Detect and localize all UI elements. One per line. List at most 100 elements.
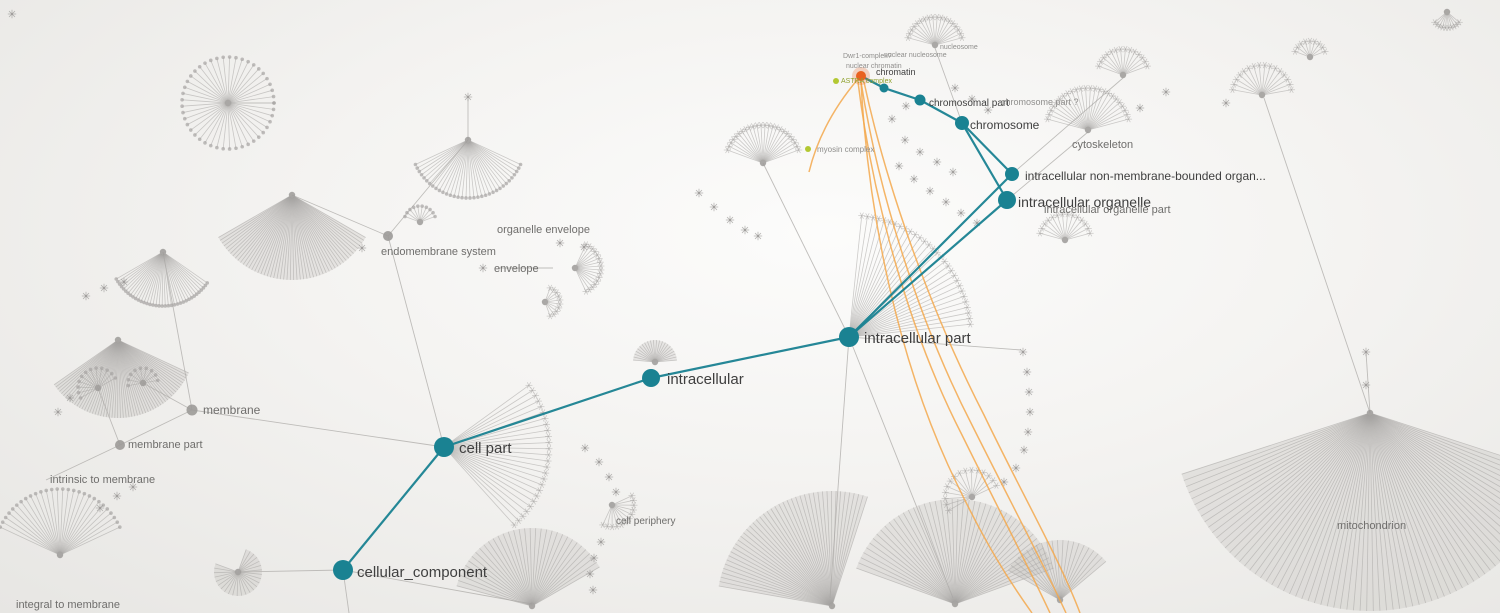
collapsed-cluster[interactable] [856,499,1054,608]
collapsed-cluster[interactable] [1007,540,1107,604]
leaf-node-icon[interactable] [1011,463,1021,473]
leaf-node-icon[interactable] [709,202,719,212]
leaf-node-icon[interactable] [589,553,599,563]
node-myosin-complex[interactable] [805,146,811,152]
collapsed-cluster[interactable] [456,528,600,610]
leaf-node-icon[interactable] [1022,367,1032,377]
node-intracellular-part[interactable] [839,327,859,347]
cluster-node[interactable] [383,231,393,241]
node-cell-part[interactable] [434,437,454,457]
cluster-center-node[interactable] [931,41,939,49]
leaf-node-icon[interactable] [1221,98,1231,108]
cluster-center-node[interactable] [464,136,472,144]
cluster-center-node[interactable] [139,379,147,387]
cluster-center-node[interactable] [608,501,616,509]
cluster-center-node[interactable] [416,218,424,226]
cluster-center-node[interactable] [571,264,579,272]
collapsed-cluster[interactable] [571,241,605,295]
collapsed-cluster[interactable] [718,490,868,610]
leaf-node-icon[interactable] [53,407,63,417]
leaf-node-icon[interactable] [478,263,488,273]
cluster-center-node[interactable] [759,159,767,167]
cluster-center-node[interactable] [1119,71,1127,79]
leaf-node-icon[interactable] [1161,87,1171,97]
collapsed-cluster[interactable] [848,212,974,338]
leaf-node-icon[interactable] [925,186,935,196]
node-intracellular-organelle[interactable] [998,191,1016,209]
leaf-node-icon[interactable] [941,197,951,207]
leaf-node-icon[interactable] [740,225,750,235]
leaf-node-icon[interactable] [956,208,966,218]
cluster-center-node[interactable] [114,336,122,344]
leaf-node-icon[interactable] [588,585,598,595]
cluster-center-node[interactable] [1258,91,1266,99]
leaf-node-icon[interactable] [594,457,604,467]
cluster-center-node[interactable] [1443,8,1451,16]
leaf-node-icon[interactable] [596,537,606,547]
cluster-center-node[interactable] [528,602,536,610]
node-non-membrane-bounded-organelle[interactable] [1005,167,1019,181]
leaf-node-icon[interactable] [7,9,17,19]
leaf-node-icon[interactable] [694,188,704,198]
cluster-center-node[interactable] [56,551,64,559]
leaf-node-icon[interactable] [99,283,109,293]
node-cellular-component[interactable] [333,560,353,580]
collapsed-cluster[interactable] [1291,37,1329,61]
leaf-node-icon[interactable] [909,174,919,184]
node-intracellular[interactable] [642,369,660,387]
collapsed-cluster[interactable] [723,121,803,167]
cluster-center-node[interactable] [159,248,167,256]
cluster-center-node[interactable] [651,358,659,366]
cluster-center-node[interactable] [951,600,959,608]
leaf-node-icon[interactable] [1361,347,1371,357]
leaf-node-icon[interactable] [128,482,138,492]
collapsed-cluster[interactable] [126,366,160,388]
leaf-node-icon[interactable] [894,161,904,171]
collapsed-cluster[interactable] [180,55,276,151]
leaf-node-icon[interactable] [1361,380,1371,390]
node-chromosomal-part[interactable] [914,94,926,106]
collapsed-cluster[interactable] [76,366,118,400]
leaf-node-icon[interactable] [753,231,763,241]
leaf-node-icon[interactable] [357,243,367,253]
node-astra-complex[interactable] [833,78,839,84]
cluster-center-node[interactable] [234,568,242,576]
collapsed-cluster[interactable] [904,13,966,49]
cluster-center-node[interactable] [968,493,976,501]
leaf-node-icon[interactable] [1023,427,1033,437]
cluster-center-node[interactable] [1306,53,1314,61]
leaf-node-icon[interactable] [1135,103,1145,113]
collapsed-cluster[interactable] [53,336,189,419]
leaf-node-icon[interactable] [579,242,589,252]
collapsed-cluster[interactable] [445,382,553,529]
leaf-node-icon[interactable] [932,157,942,167]
collapsed-cluster[interactable] [599,492,638,531]
collapsed-cluster[interactable] [1228,61,1296,99]
node-chromosome[interactable] [955,116,969,130]
collapsed-cluster[interactable] [0,487,122,559]
leaf-node-icon[interactable] [1018,347,1028,357]
collapsed-cluster[interactable] [1043,84,1133,134]
collapsed-cluster[interactable] [1036,210,1094,244]
leaf-node-icon[interactable] [1024,387,1034,397]
leaf-node-icon[interactable] [915,147,925,157]
leaf-node-icon[interactable] [119,277,129,287]
leaf-node-icon[interactable] [65,393,75,403]
leaf-node-icon[interactable] [95,503,105,513]
collapsed-cluster[interactable] [633,340,677,366]
leaf-node-icon[interactable] [948,167,958,177]
cluster-node[interactable] [115,440,125,450]
cluster-center-node[interactable] [541,298,549,306]
leaf-node-icon[interactable] [585,569,595,579]
collapsed-cluster[interactable] [1181,409,1500,611]
leaf-node-icon[interactable] [81,291,91,301]
leaf-node-icon[interactable] [1019,445,1029,455]
leaf-node-icon[interactable] [463,92,473,102]
leaf-node-icon[interactable] [580,443,590,453]
cluster-node[interactable] [186,404,198,416]
node-highlighted-term[interactable] [856,71,866,81]
cluster-center-node[interactable] [94,384,102,392]
leaf-node-icon[interactable] [1025,407,1035,417]
